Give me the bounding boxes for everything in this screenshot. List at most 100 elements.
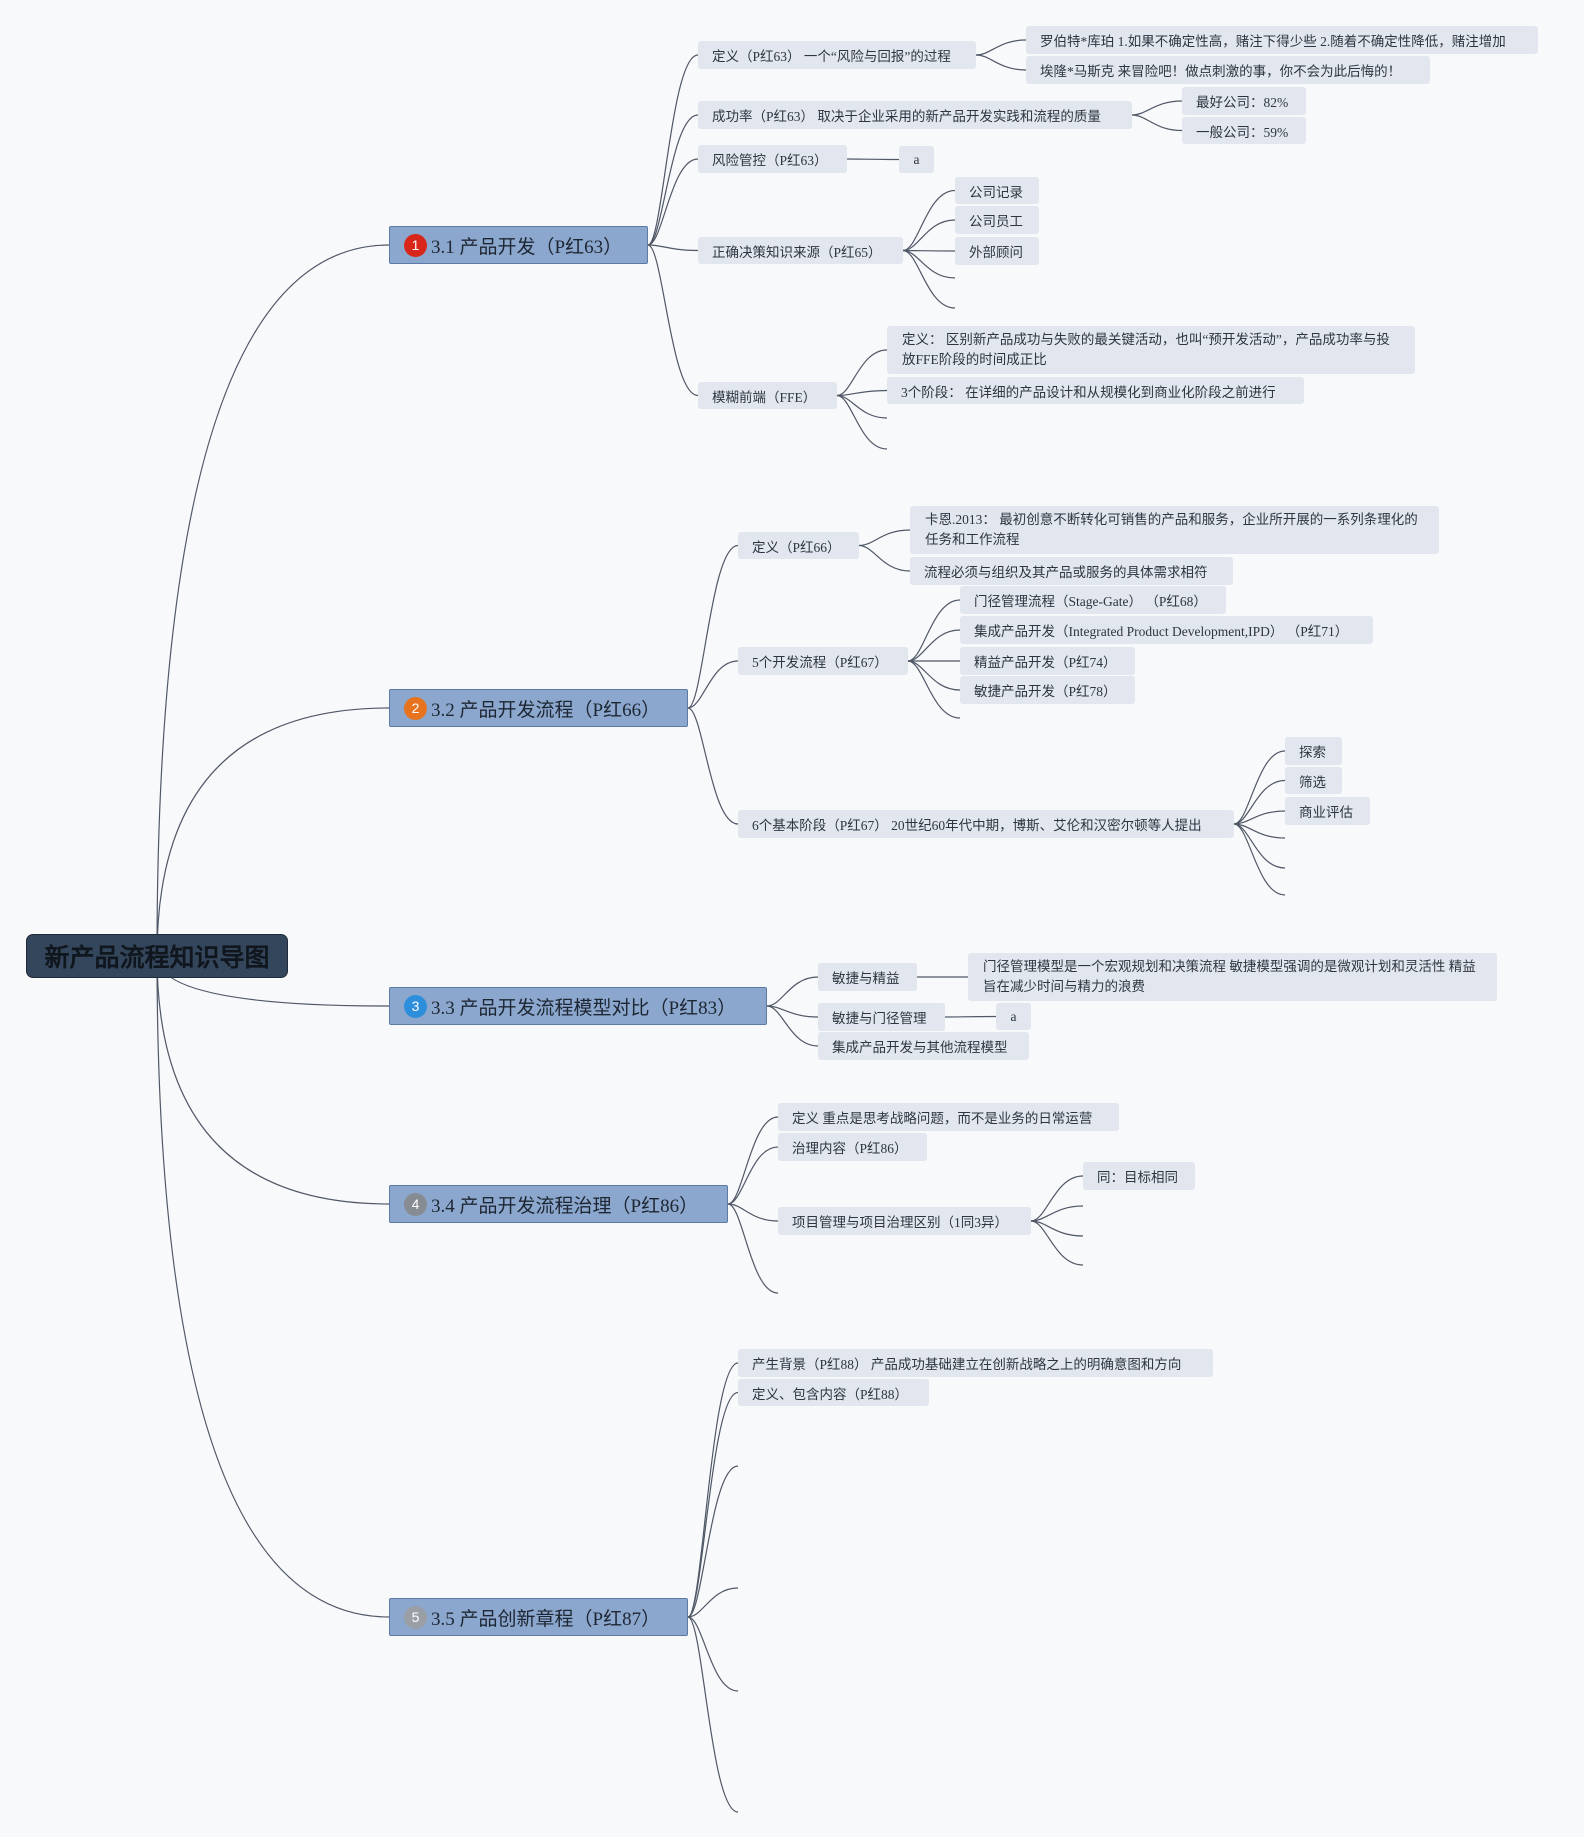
connector-line bbox=[1233, 823, 1286, 869]
detail-topic[interactable]: 门径管理流程（Stage-Gate） （P红68） bbox=[960, 586, 1226, 614]
detail-topic[interactable]: 3个阶段： 在详细的产品设计和从规模化到商业化阶段之前进行 bbox=[887, 377, 1304, 404]
priority-marker-icon: 2 bbox=[404, 696, 427, 720]
connector-line bbox=[944, 1015, 997, 1018]
connector-line bbox=[907, 629, 961, 662]
connector-line bbox=[687, 1362, 739, 1618]
detail-topic[interactable]: 筛选 bbox=[1285, 767, 1342, 794]
detail-topic[interactable]: 商业评估 bbox=[1285, 797, 1370, 825]
connector-line bbox=[1233, 779, 1286, 825]
detail-topic[interactable]: 埃隆*马斯克 来冒险吧！做点刺激的事，你不会为此后悔的！ bbox=[1026, 56, 1430, 84]
connector-line bbox=[858, 544, 911, 572]
subtopic[interactable]: 正确决策知识来源（P红65） bbox=[698, 237, 903, 264]
connector-line bbox=[727, 1116, 779, 1205]
connector-line bbox=[907, 599, 961, 662]
main-topic-process-model-comparison[interactable]: 3 3.3 产品开发流程模型对比（P红83） bbox=[389, 987, 767, 1025]
connector-line bbox=[647, 244, 699, 252]
connector-line bbox=[687, 1616, 739, 1692]
main-topic-label: 3.5 产品创新章程（P红87） bbox=[431, 1608, 661, 1630]
connector-line bbox=[647, 244, 699, 397]
subtopic[interactable]: 模糊前端（FFE） bbox=[698, 382, 837, 409]
detail-topic[interactable]: 探索 bbox=[1285, 737, 1342, 765]
detail-topic[interactable]: a bbox=[899, 146, 934, 173]
connector-line bbox=[1030, 1220, 1084, 1237]
connector-line bbox=[975, 39, 1027, 56]
subtopic[interactable]: 敏捷与精益 bbox=[818, 963, 917, 991]
connector-line bbox=[687, 660, 739, 709]
subtopic[interactable]: 定义（P红66） bbox=[738, 532, 859, 559]
connector-line bbox=[647, 114, 699, 246]
subtopic[interactable]: 治理内容（P红86） bbox=[778, 1133, 927, 1161]
connector-line bbox=[156, 955, 390, 1205]
connector-line bbox=[836, 349, 888, 397]
connector-line bbox=[836, 394, 888, 450]
connector-line bbox=[836, 394, 888, 419]
main-topic-label: 3.2 产品开发流程（P红66） bbox=[431, 699, 661, 721]
detail-topic[interactable]: 罗伯特*库珀 1.如果不确定性高，赌注下得少些 2.随着不确定性降低，赌注增加 bbox=[1026, 26, 1538, 54]
connector-line bbox=[1233, 810, 1286, 825]
connector-line bbox=[727, 1146, 779, 1205]
detail-topic[interactable]: 流程必须与组织及其产品或服务的具体需求相符 bbox=[910, 557, 1233, 585]
subtopic[interactable]: 集成产品开发与其他流程模型 bbox=[818, 1032, 1029, 1060]
central-topic[interactable]: 新产品流程知识导图 bbox=[26, 934, 288, 978]
connector-line bbox=[687, 707, 739, 825]
main-topic-process-governance[interactable]: 4 3.4 产品开发流程治理（P红86） bbox=[389, 1185, 728, 1223]
detail-topic[interactable]: 门径管理模型是一个宏观规划和决策流程 敏捷模型强调的是微观计划和灵活性 精益旨在… bbox=[968, 953, 1497, 1001]
detail-topic[interactable]: 集成产品开发（Integrated Product Development,IP… bbox=[960, 616, 1373, 644]
subtopic[interactable]: 定义、包含内容（P红88） bbox=[738, 1379, 929, 1406]
subtopic[interactable]: 6个基本阶段（P红67） 20世纪60年代中期，博斯、艾伦和汉密尔顿等人提出 bbox=[738, 810, 1234, 838]
connector-line bbox=[902, 249, 956, 252]
connector-line bbox=[687, 1465, 739, 1618]
detail-topic[interactable]: 公司员工 bbox=[955, 206, 1039, 234]
detail-topic[interactable]: 精益产品开发（P红74） bbox=[960, 647, 1135, 675]
connector-line bbox=[687, 1616, 739, 1813]
connector-line bbox=[975, 54, 1027, 71]
connector-line bbox=[858, 529, 911, 547]
connector-line bbox=[902, 249, 956, 309]
connector-line bbox=[687, 544, 739, 709]
detail-topic[interactable]: 最好公司：82% bbox=[1182, 87, 1306, 115]
connector-line bbox=[902, 219, 956, 252]
connector-line bbox=[727, 1203, 779, 1294]
connector-line bbox=[687, 1391, 739, 1618]
detail-topic[interactable]: 敏捷产品开发（P红78） bbox=[960, 676, 1135, 704]
subtopic[interactable]: 风险管控（P红63） bbox=[698, 145, 847, 173]
connector-line bbox=[647, 54, 699, 246]
connector-line bbox=[1233, 750, 1286, 825]
connector-line bbox=[766, 976, 819, 1007]
connector-line bbox=[1233, 823, 1286, 896]
main-topic-innovation-charter[interactable]: 5 3.5 产品创新章程（P红87） bbox=[389, 1598, 688, 1636]
detail-topic[interactable]: a bbox=[996, 1003, 1031, 1030]
detail-topic[interactable]: 卡恩.2013： 最初创意不断转化可销售的产品和服务，企业所开展的一系列条理化的… bbox=[910, 506, 1439, 554]
detail-topic[interactable]: 定义： 区别新产品成功与失败的最关键活动，也叫“预开发活动”，产品成功率与投放F… bbox=[887, 326, 1415, 374]
priority-marker-icon: 4 bbox=[404, 1192, 427, 1216]
connector-line bbox=[647, 158, 699, 246]
detail-topic[interactable]: 同：目标相同 bbox=[1083, 1162, 1195, 1190]
connector-line bbox=[766, 1005, 819, 1047]
subtopic[interactable]: 项目管理与项目治理区别（1同3异） bbox=[778, 1207, 1031, 1235]
detail-topic[interactable]: 公司记录 bbox=[955, 177, 1039, 204]
priority-marker-icon: 5 bbox=[404, 1605, 427, 1629]
main-topic-product-development[interactable]: 1 3.1 产品开发（P红63） bbox=[389, 226, 648, 264]
connector-line bbox=[727, 1203, 779, 1222]
connector-line bbox=[1030, 1205, 1084, 1222]
connector-line bbox=[687, 1587, 739, 1618]
connector-line bbox=[1131, 100, 1183, 116]
connector-line bbox=[1030, 1220, 1084, 1266]
main-topic-label: 3.4 产品开发流程治理（P红86） bbox=[431, 1195, 699, 1217]
connector-line bbox=[156, 244, 390, 957]
subtopic[interactable]: 定义 重点是思考战略问题，而不是业务的日常运营 bbox=[778, 1103, 1119, 1131]
subtopic[interactable]: 产生背景（P红88） 产品成功基础建立在创新战略之上的明确意图和方向 bbox=[738, 1349, 1213, 1377]
connector-line bbox=[846, 158, 900, 161]
connector-line bbox=[766, 1005, 819, 1018]
subtopic[interactable]: 5个开发流程（P红67） bbox=[738, 647, 908, 675]
connector-line bbox=[902, 189, 956, 252]
subtopic[interactable]: 定义（P红63） 一个“风险与回报”的过程 bbox=[698, 41, 976, 69]
subtopic[interactable]: 成功率（P红63） 取决于企业采用的新产品开发实践和流程的质量 bbox=[698, 101, 1132, 129]
subtopic[interactable]: 敏捷与门径管理 bbox=[818, 1003, 945, 1031]
priority-marker-icon: 3 bbox=[404, 994, 427, 1018]
detail-topic[interactable]: 外部顾问 bbox=[955, 237, 1039, 265]
detail-topic[interactable]: 一般公司：59% bbox=[1182, 117, 1306, 144]
connector-line bbox=[156, 707, 390, 957]
main-topic-development-process[interactable]: 2 3.2 产品开发流程（P红66） bbox=[389, 689, 688, 727]
